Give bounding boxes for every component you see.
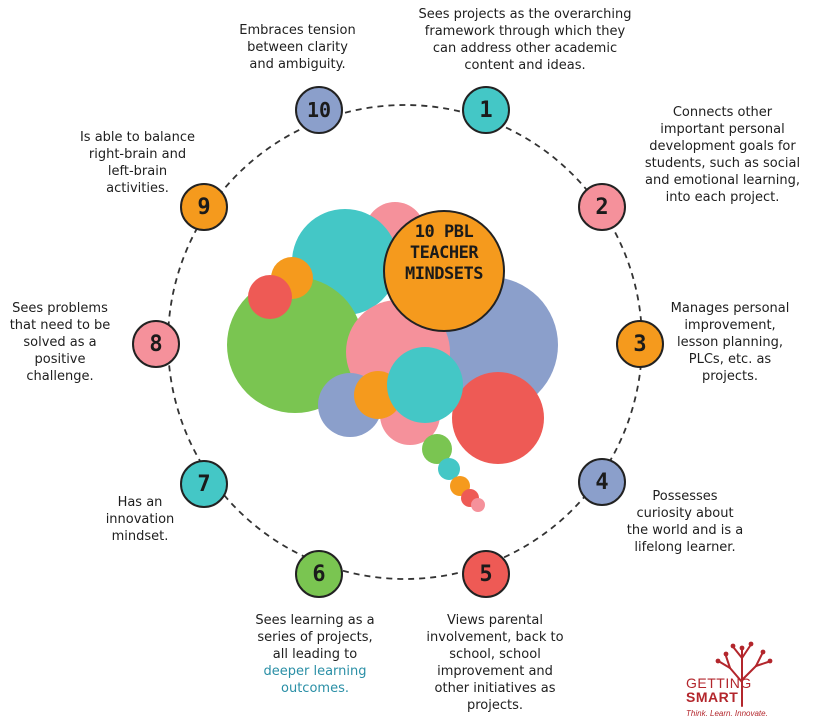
bubble-teal-lower <box>387 347 463 423</box>
mindset-description-8: Sees problems that need to be solved as a p… <box>0 300 120 385</box>
description-line: improvement and <box>437 664 553 679</box>
description-line: series of projects, <box>257 630 373 645</box>
description-line: Has an <box>117 495 163 510</box>
description-line: Connects other <box>672 105 773 120</box>
mindset-description-10: Embraces tension between clarity and ambig… <box>225 22 370 73</box>
description-line: framework through which they <box>424 24 626 39</box>
description-line: projects. <box>701 369 759 384</box>
description-line: activities. <box>106 181 169 196</box>
bubble-teal-tail <box>438 458 460 480</box>
description-line: positive <box>34 352 86 367</box>
mindset-node-5: 5 <box>462 550 510 598</box>
mindset-node-9: 9 <box>180 183 228 231</box>
description-line: innovation <box>105 512 175 527</box>
bubble-coral-bottom <box>452 372 544 464</box>
logo-tagline: Think. Learn. Innovate. <box>686 709 768 718</box>
mindset-description-2: Connects other important personal developm… <box>635 104 810 206</box>
description-line: curiosity about <box>636 506 734 521</box>
description-line: deeper learning <box>263 664 367 679</box>
description-line: students, such as social <box>644 156 801 171</box>
mindset-node-8: 8 <box>132 320 180 368</box>
mindset-description-3: Manages personal improvement, lesson plann… <box>660 300 800 385</box>
mindset-description-5: Views parental involvement, back to school… <box>415 612 575 714</box>
description-line: Views parental <box>447 613 543 628</box>
description-line: between clarity <box>247 40 348 55</box>
mindset-description-9: Is able to balance right-brain and left-br… <box>55 129 220 197</box>
description-line: into each project. <box>665 190 780 205</box>
description-line: Embraces tension <box>239 23 356 38</box>
logo-line-2: SMART <box>686 689 739 705</box>
mindset-description-4: Possesses curiosity about the world and is… <box>610 488 760 556</box>
description-line: Possesses <box>652 489 718 504</box>
bubble-green-tail <box>422 434 452 464</box>
description-line: all leading to <box>272 647 358 662</box>
description-line: development goals for <box>649 139 796 154</box>
mindset-description-6: Sees learning as a series of projects, all… <box>240 612 390 697</box>
bubble-pink-tail <box>471 498 485 512</box>
title-line-2: TEACHER <box>409 243 479 263</box>
description-line: school, school <box>449 647 541 662</box>
logo-line-1: GETTING <box>686 675 752 691</box>
description-line: mindset. <box>111 529 169 544</box>
mindset-node-3: 3 <box>616 320 664 368</box>
mindset-node-2: 2 <box>578 183 626 231</box>
description-line: content and ideas. <box>464 58 586 73</box>
description-line: other initiatives as <box>434 681 556 696</box>
bubble-coral-small <box>248 275 292 319</box>
description-line: Sees problems <box>12 301 108 316</box>
description-line: Sees projects as the overarching <box>418 7 632 22</box>
title-line-1: 10 PBL <box>414 222 474 242</box>
description-line: Sees learning as a <box>255 613 375 628</box>
diagram-title: 10 PBL TEACHER MINDSETS <box>382 222 506 285</box>
description-line: and ambiguity. <box>249 57 346 72</box>
description-line: improvement, <box>684 318 776 333</box>
description-line: important personal <box>660 122 785 137</box>
description-line: PLCs, etc. as <box>688 352 772 367</box>
mindset-node-10: 10 <box>295 86 343 134</box>
description-line: projects. <box>466 698 524 713</box>
description-line: challenge. <box>26 369 94 384</box>
mindset-node-1: 1 <box>462 86 510 134</box>
description-line: that need to be <box>9 318 111 333</box>
description-line: the world and is a <box>626 523 744 538</box>
mindset-description-1: Sees projects as the overarching framewor… <box>400 6 650 74</box>
description-line: right-brain and <box>88 147 187 162</box>
description-line: and emotional learning, <box>645 173 800 188</box>
description-line: solved as a <box>23 335 97 350</box>
mindset-node-6: 6 <box>295 550 343 598</box>
getting-smart-logo: GETTING SMART Think. Learn. Innovate. <box>686 636 796 718</box>
description-line: can address other academic <box>432 41 618 56</box>
mindset-node-4: 4 <box>578 458 626 506</box>
description-line: lesson planning, <box>676 335 784 350</box>
title-line-3: MINDSETS <box>405 264 483 284</box>
mindset-description-7: Has an innovation mindset. <box>90 494 190 545</box>
brain-bubbles <box>227 202 558 512</box>
tree-icon <box>715 641 773 707</box>
description-line: lifelong learner. <box>634 540 736 555</box>
logo-wordmark: GETTING SMART <box>686 676 752 704</box>
description-line: involvement, back to <box>426 630 564 645</box>
description-line: Is able to balance <box>79 130 196 145</box>
bubble-orange-title <box>383 210 505 332</box>
mindset-node-7: 7 <box>180 460 228 508</box>
description-line: left-brain <box>107 164 168 179</box>
description-line: outcomes. <box>281 681 349 696</box>
description-line: Manages personal <box>670 301 790 316</box>
